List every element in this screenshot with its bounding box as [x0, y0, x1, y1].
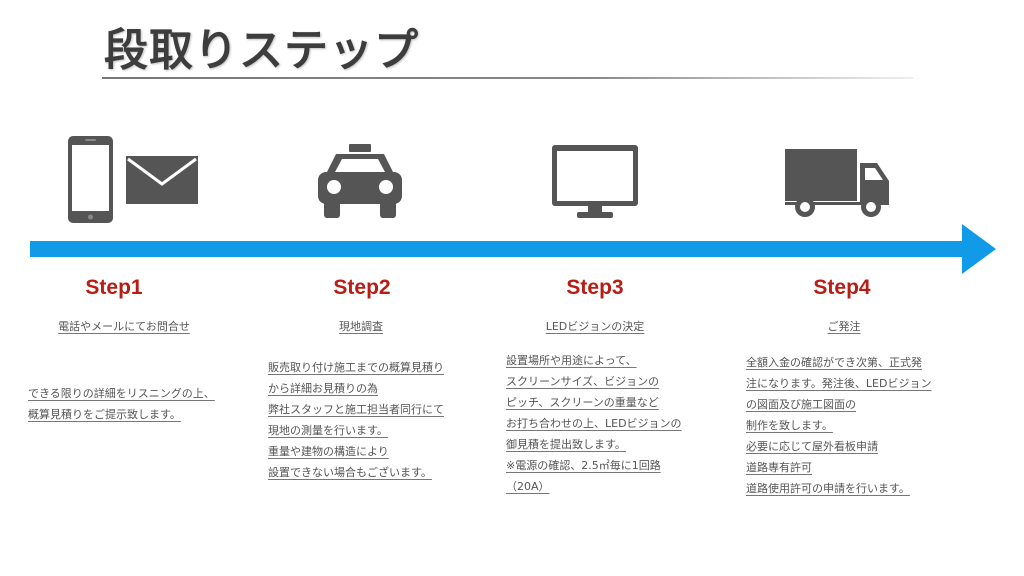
- desc-line: ※電源の確認、2.5㎡毎に1回路: [506, 459, 661, 472]
- page-title: 段取りステップ: [104, 25, 419, 76]
- step3-subtitle: LEDビジョンの決定: [545, 320, 645, 333]
- desc-line: から詳細お見積りの為: [268, 382, 378, 395]
- title-underline: [102, 77, 914, 79]
- desc-line: 御見積を提出致します。: [506, 438, 626, 451]
- desc-line: できる限りの詳細をリスニングの上、: [28, 387, 215, 400]
- smartphone-icon: [68, 136, 113, 223]
- step3-title: Step3: [566, 276, 624, 299]
- desc-line: 設置場所や用途によって、: [506, 354, 637, 367]
- step2-subtitle: 現地調査: [339, 320, 383, 333]
- envelope-icon: [126, 156, 198, 204]
- step4-subtitle: ご発注: [827, 320, 861, 333]
- timeline-arrow-head: [962, 224, 996, 274]
- desc-line: 注になります。発注後、LEDビジョン: [746, 377, 932, 390]
- desc-line: 販売取り付け施工までの概算見積り: [268, 361, 444, 374]
- desc-line: 設置できない場合もございます。: [268, 466, 432, 479]
- desc-line: 全額入金の確認ができ次第、正式発: [746, 356, 922, 369]
- monitor-icon: [552, 145, 638, 218]
- desc-line: 現地の測量を行います。: [268, 424, 388, 437]
- step3-description: 設置場所や用途によって、 スクリーンサイズ、ビジョンの ピッチ、スクリーンの重量…: [506, 350, 682, 497]
- desc-line: の図面及び施工図面の: [746, 398, 856, 411]
- desc-line: ピッチ、スクリーンの重量など: [506, 396, 659, 409]
- desc-line: 必要に応じて屋外看板申請: [746, 440, 878, 453]
- desc-line: お打ち合わせの上、LEDビジョンの: [506, 417, 682, 430]
- step1-description: できる限りの詳細をリスニングの上、 概算見積りをご提示致します。: [28, 383, 215, 425]
- step4-description: 全額入金の確認ができ次第、正式発 注になります。発注後、LEDビジョン の図面及…: [746, 352, 931, 499]
- step1-subtitle: 電話やメールにてお問合せ: [58, 320, 190, 333]
- desc-line: 道路専有許可: [746, 461, 812, 474]
- desc-line: 重量や建物の構造により: [268, 445, 389, 458]
- taxi-icon: [318, 144, 402, 218]
- truck-icon: [785, 149, 889, 217]
- desc-line: 道路使用許可の申請を行います。: [746, 482, 910, 495]
- desc-line: 制作を致します。: [746, 419, 833, 432]
- desc-line: 弊社スタッフと施工担当者同行にて: [268, 403, 444, 416]
- step2-description: 販売取り付け施工までの概算見積り から詳細お見積りの為 弊社スタッフと施工担当者…: [268, 357, 444, 483]
- step4-title: Step4: [813, 276, 871, 299]
- step1-title: Step1: [85, 276, 143, 299]
- timeline-arrow: [30, 241, 970, 257]
- desc-line: スクリーンサイズ、ビジョンの: [506, 375, 660, 388]
- step2-title: Step2: [333, 276, 391, 299]
- desc-line: （20A）: [506, 480, 550, 493]
- desc-line: 概算見積りをご提示致します。: [28, 408, 181, 421]
